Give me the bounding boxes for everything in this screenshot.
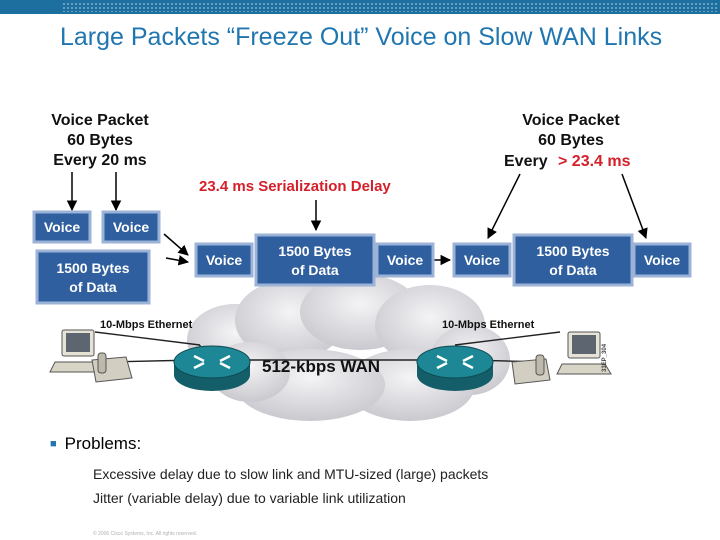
right-voice-box-2: Voice bbox=[632, 242, 692, 278]
left-voice-box-2: Voice bbox=[101, 210, 161, 244]
left-packet-heading: Voice Packet 60 Bytes Every 20 ms bbox=[51, 112, 149, 169]
slide-title: Large Packets “Freeze Out” Voice on Slow… bbox=[60, 23, 663, 51]
right-packet-line3-prefix: Every bbox=[504, 153, 548, 170]
left-data-box: 1500 Bytes of Data bbox=[35, 249, 151, 305]
right-phone-icon bbox=[511, 354, 551, 385]
mid-data-box-line2: of Data bbox=[291, 262, 339, 278]
right-pc-icon bbox=[556, 331, 612, 375]
wan-label: 512-kbps WAN bbox=[262, 357, 380, 376]
serialization-delay-label: 23.4 ms Serialization Delay bbox=[199, 178, 391, 195]
right-voice-box-2-label: Voice bbox=[644, 252, 681, 268]
mid-voice-box-1-label: Voice bbox=[206, 252, 243, 268]
right-packet-line3-highlight: > 23.4 ms bbox=[558, 153, 631, 170]
figure-id: 33EP_304 bbox=[602, 343, 608, 372]
left-pc-icon bbox=[49, 329, 105, 373]
left-ethernet-label: 10-Mbps Ethernet bbox=[100, 319, 193, 331]
left-phone-icon bbox=[91, 352, 133, 383]
network-diagram: 512-kbps WAN 10-M bbox=[32, 112, 692, 421]
copyright-footer: © 2006 Cisco Systems, Inc. All rights re… bbox=[93, 531, 198, 537]
left-packet-line2: 60 Bytes bbox=[67, 132, 133, 149]
mid-voice-box-2: Voice bbox=[375, 242, 435, 278]
left-data-box-line1: 1500 Bytes bbox=[56, 260, 129, 276]
problem-item-1: Excessive delay due to slow link and MTU… bbox=[93, 466, 489, 482]
mid-voice-box-1: Voice bbox=[194, 242, 254, 278]
square-bullet-icon: ■ bbox=[50, 438, 57, 450]
right-data-box-line1: 1500 Bytes bbox=[536, 243, 609, 259]
left-packet-line3: Every 20 ms bbox=[53, 152, 147, 169]
problem-item-2: Jitter (variable delay) due to variable … bbox=[93, 490, 406, 506]
right-data-box-line2: of Data bbox=[549, 262, 597, 278]
top-bar bbox=[0, 0, 720, 14]
right-packet-line1: Voice Packet bbox=[522, 112, 620, 129]
left-data-box-line2: of Data bbox=[69, 279, 117, 295]
left-voice-box-2-label: Voice bbox=[113, 219, 150, 235]
left-voice-box-1-label: Voice bbox=[44, 219, 81, 235]
left-router-icon bbox=[173, 345, 251, 391]
top-bar-pattern bbox=[62, 2, 718, 12]
right-ethernet-label: 10-Mbps Ethernet bbox=[442, 319, 535, 331]
right-packet-heading: Voice Packet 60 Bytes Every > 23.4 ms bbox=[504, 112, 631, 170]
mid-data-box-line1: 1500 Bytes bbox=[278, 243, 351, 259]
left-packet-line1: Voice Packet bbox=[51, 112, 149, 129]
arrows bbox=[66, 172, 648, 266]
right-voice-box-1-label: Voice bbox=[464, 252, 501, 268]
right-packet-line2: 60 Bytes bbox=[538, 132, 604, 149]
right-voice-box-1: Voice bbox=[452, 242, 512, 278]
problems-heading-text: Problems: bbox=[64, 434, 142, 453]
mid-data-box: 1500 Bytes of Data bbox=[254, 233, 376, 287]
right-data-box: 1500 Bytes of Data bbox=[512, 233, 634, 287]
left-voice-box-1: Voice bbox=[32, 210, 92, 244]
mid-voice-box-2-label: Voice bbox=[387, 252, 424, 268]
right-router-icon bbox=[416, 345, 494, 391]
problems-heading: ■ Problems: bbox=[50, 434, 141, 454]
